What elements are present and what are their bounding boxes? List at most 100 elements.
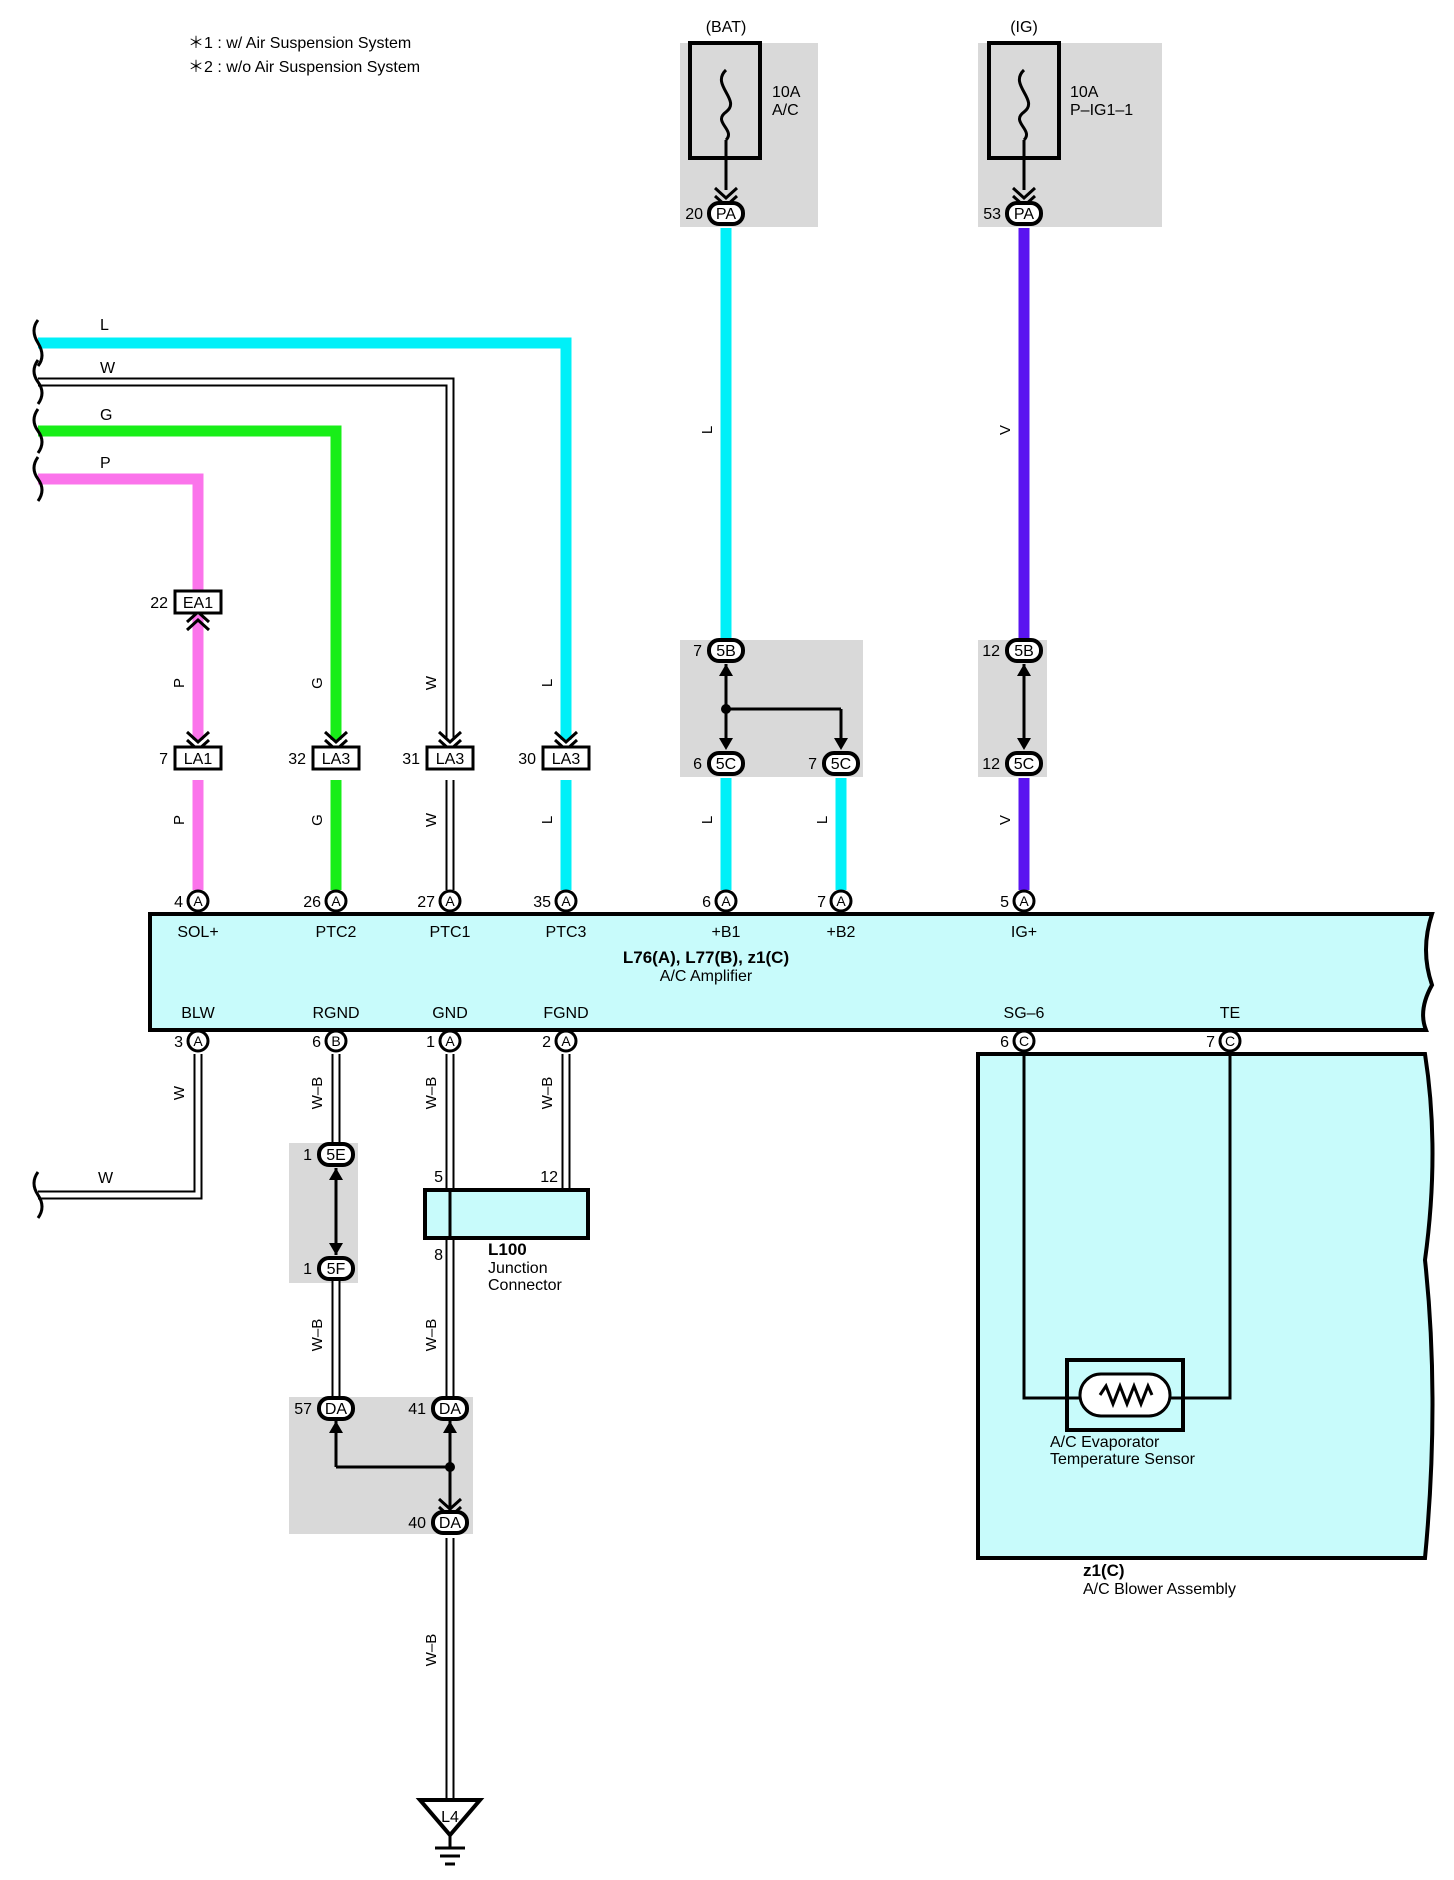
arrow-down-icon: [1017, 738, 1031, 750]
svg-text:A: A: [331, 893, 341, 909]
svg-text:W: W: [423, 812, 440, 827]
wire-label-g: G: [100, 407, 112, 424]
connector-la1: LA1 7: [159, 745, 223, 771]
svg-text:22: 22: [150, 595, 168, 612]
svg-text:12: 12: [982, 643, 1000, 660]
svg-text:1: 1: [426, 1034, 435, 1051]
svg-text:5B: 5B: [716, 643, 736, 660]
connector-5c-ig: 5C 12: [982, 751, 1043, 776]
junction-line1: Junction: [488, 1260, 548, 1277]
wire-label-l: L: [100, 317, 109, 334]
svg-text:LA3: LA3: [436, 751, 465, 768]
arrow-down-icon: [834, 738, 848, 750]
svg-text:GND: GND: [432, 1005, 468, 1022]
svg-text:G: G: [309, 814, 326, 826]
svg-text:26: 26: [303, 894, 321, 911]
svg-text:RGND: RGND: [312, 1005, 359, 1022]
svg-text:A: A: [836, 893, 846, 909]
arrow-up-icon: [329, 1168, 343, 1180]
svg-text:TE: TE: [1220, 1005, 1240, 1022]
ground-l4: L4: [415, 1798, 485, 1866]
evaporator-temp-sensor: A/C Evaporator Temperature Sensor: [1050, 1358, 1196, 1468]
wires: [38, 228, 1030, 1800]
svg-text:V: V: [997, 815, 1014, 825]
svg-text:SG–6: SG–6: [1004, 1005, 1045, 1022]
svg-text:C: C: [1225, 1033, 1235, 1049]
junction-pin-8: 8: [434, 1247, 443, 1264]
svg-text:4: 4: [174, 894, 183, 911]
svg-text:35: 35: [533, 894, 551, 911]
connector-ea1: EA1 22: [150, 589, 223, 615]
svg-text:L: L: [539, 679, 556, 687]
svg-text:7: 7: [1206, 1034, 1215, 1051]
svg-text:1: 1: [303, 1147, 312, 1164]
junction-pin-5: 5: [434, 1169, 443, 1186]
wire-break-symbols: [32, 319, 44, 1219]
arrow-down-icon: [719, 738, 733, 750]
svg-text:L: L: [699, 816, 716, 824]
connector-5b-ig: 5B 12: [982, 638, 1043, 663]
svg-text:PA: PA: [716, 206, 736, 223]
connector-5c-bat-6: 5C 6: [693, 751, 745, 776]
svg-text:LA1: LA1: [184, 751, 213, 768]
svg-text:W–B: W–B: [423, 1077, 440, 1110]
svg-text:W–B: W–B: [423, 1634, 440, 1667]
fuse-ac-source: (BAT): [706, 19, 747, 36]
connector-5e: 5E 1: [303, 1142, 355, 1167]
svg-text:20: 20: [685, 206, 703, 223]
fuse-ig-source: (IG): [1010, 19, 1038, 36]
svg-text:6: 6: [693, 756, 702, 773]
svg-text:DA: DA: [439, 1401, 462, 1418]
sensor-label-2: Temperature Sensor: [1050, 1451, 1196, 1468]
svg-text:PTC3: PTC3: [546, 924, 587, 941]
wire-label-p: P: [100, 455, 111, 472]
wire-label-w-lower: W: [98, 1170, 114, 1187]
connector-pa-ig: PA 53: [983, 201, 1043, 226]
ecu-terminals: A4SOL+A26PTC2A27PTC1A35PTC3A6+B1A7+B2A5I…: [174, 889, 1242, 1053]
svg-text:A: A: [561, 893, 571, 909]
svg-text:2: 2: [542, 1034, 551, 1051]
svg-text:5B: 5B: [1014, 643, 1034, 660]
svg-text:A: A: [561, 1033, 571, 1049]
junction-name: L100: [488, 1240, 527, 1259]
note-1: ＊1 : w/ Air Suspension System: [188, 35, 411, 52]
svg-text:A: A: [445, 893, 455, 909]
wire-color-labels: P G W L P G W L L V L L V W W–B W–B W–B …: [171, 425, 1014, 1666]
svg-text:W–B: W–B: [539, 1077, 556, 1110]
svg-text:G: G: [309, 677, 326, 689]
splice-points: [445, 704, 731, 1472]
connector-da-41: DA 41: [408, 1396, 469, 1421]
svg-text:EA1: EA1: [183, 595, 213, 612]
ecu-terminal-te: C7 TE: [1206, 1005, 1242, 1053]
svg-text:5F: 5F: [327, 1261, 346, 1278]
svg-text:7: 7: [808, 756, 817, 773]
svg-text:L: L: [814, 816, 831, 824]
junction-connector-l100: 5 12 8 L100 Junction Connector: [423, 1169, 590, 1294]
svg-text:C: C: [1019, 1033, 1029, 1049]
ecu-terminal-b1: A6+B1: [702, 889, 741, 941]
svg-text:L: L: [539, 816, 556, 824]
blower-name: z1(C): [1083, 1561, 1125, 1580]
junction-line2: Connector: [488, 1277, 562, 1294]
ground-name: L4: [441, 1809, 459, 1826]
junction-pin-12: 12: [540, 1169, 558, 1186]
svg-text:DA: DA: [439, 1515, 462, 1532]
svg-text:31: 31: [402, 751, 420, 768]
svg-text:LA3: LA3: [322, 751, 351, 768]
svg-text:12: 12: [982, 756, 1000, 773]
connector-5b-bat: 5B 7: [693, 638, 745, 663]
ac-amplifier-body: [148, 912, 1435, 1032]
svg-text:6: 6: [702, 894, 711, 911]
svg-text:IG+: IG+: [1011, 924, 1037, 941]
svg-text:DA: DA: [325, 1401, 348, 1418]
svg-text:LA3: LA3: [552, 751, 581, 768]
